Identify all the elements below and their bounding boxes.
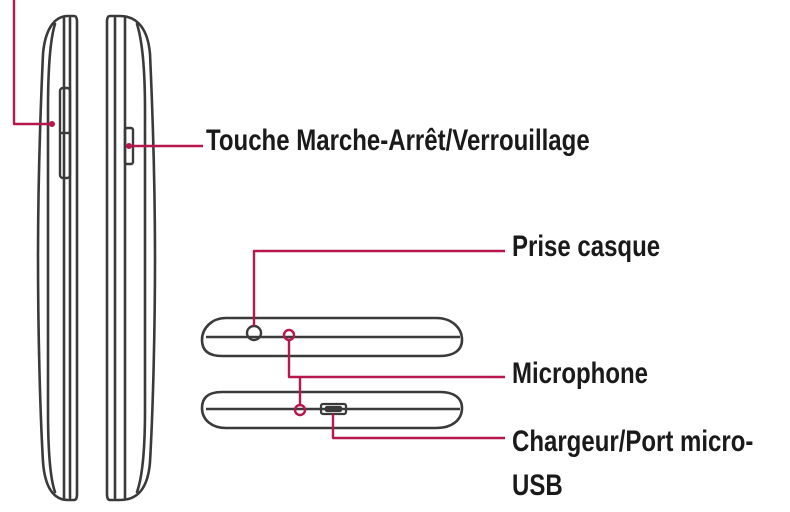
- label-charger-line-1: Chargeur/Port micro-: [512, 425, 754, 458]
- microphone-hole-top: [282, 328, 296, 342]
- callout-lines: [12, 0, 505, 440]
- callout-micro-usb: [331, 414, 505, 440]
- label-charger-line-2: USB: [512, 469, 563, 502]
- callout-headset-jack: [252, 249, 505, 326]
- phone-right-side-view: [105, 14, 157, 502]
- callout-dots: [49, 121, 132, 149]
- phone-bottom-edge-view: [200, 390, 464, 430]
- callout-volume-key: [12, 0, 52, 126]
- label-power-lock-key: Touche Marche-Arrêt/Verrouillage: [206, 124, 590, 157]
- phone-top-edge-view: [200, 316, 464, 358]
- label-headset-jack: Prise casque: [512, 230, 661, 263]
- callout-microphone: [287, 340, 302, 405]
- phone-left-side-view: [36, 14, 79, 502]
- label-microphone: Microphone: [512, 357, 648, 390]
- label-charger-micro-usb: Chargeur/Port micro- USB: [512, 420, 753, 508]
- volume-key: [58, 86, 72, 180]
